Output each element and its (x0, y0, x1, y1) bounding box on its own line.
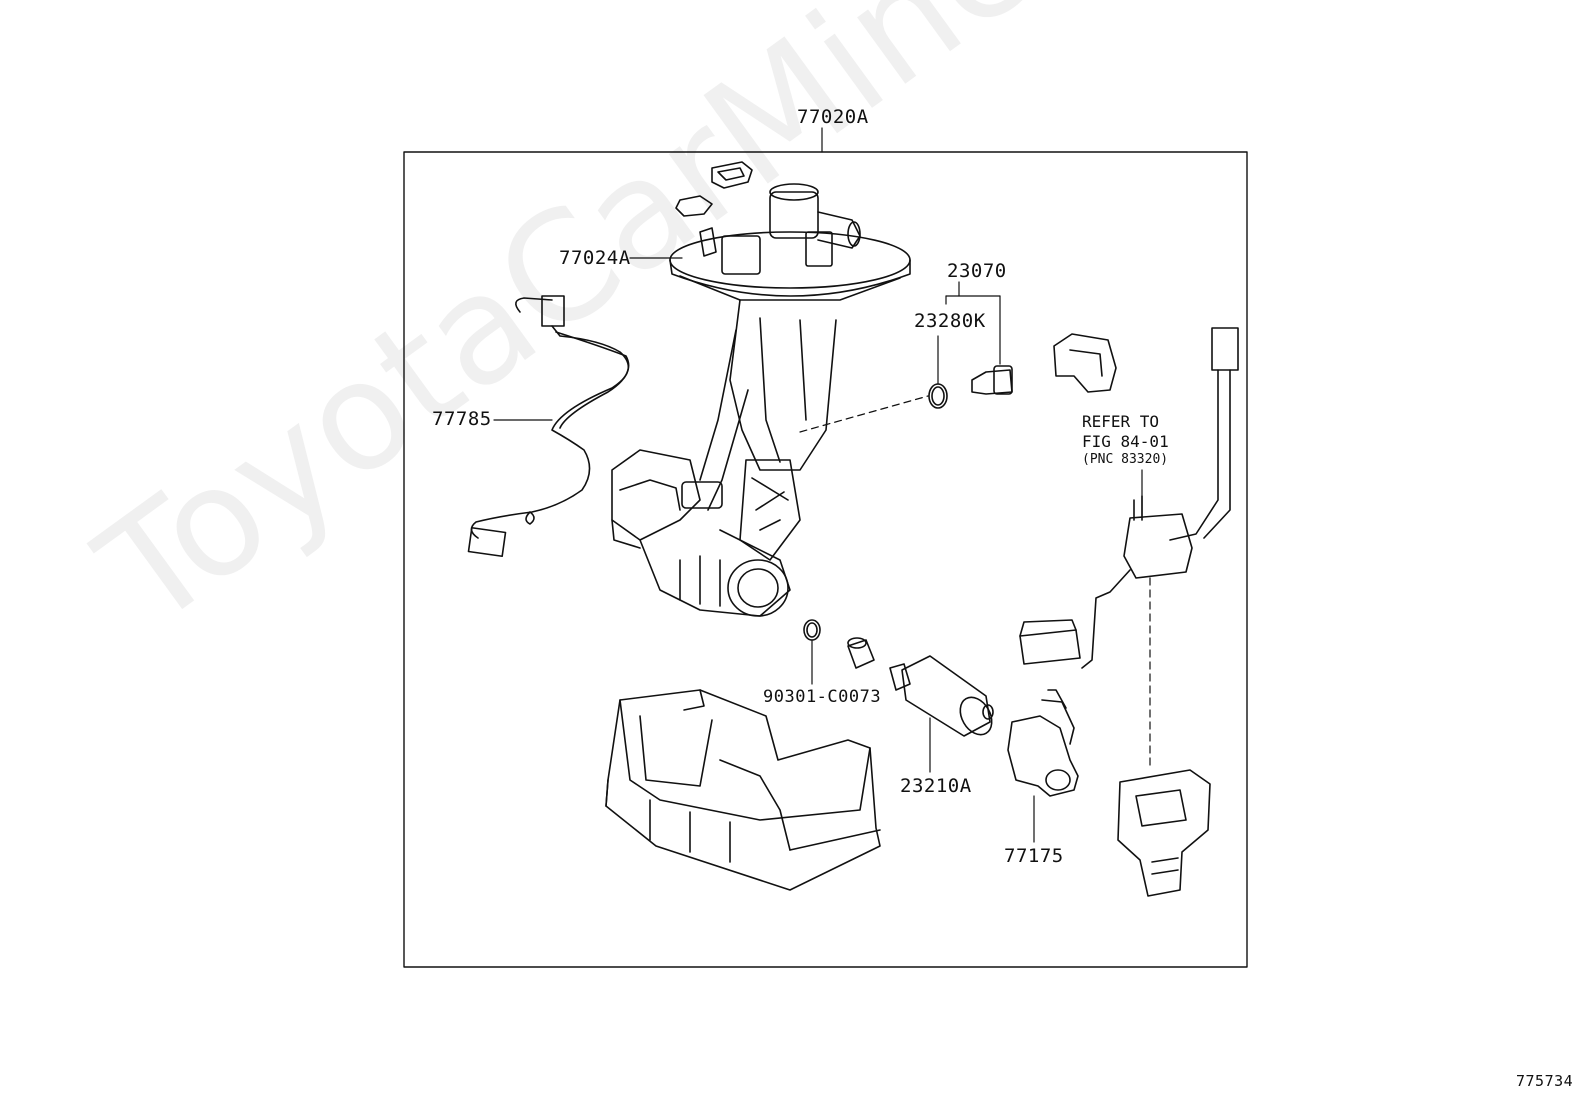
label-23070: 23070 (947, 260, 1007, 282)
clip-part (1053, 333, 1117, 393)
pressure-regulator (1007, 689, 1079, 843)
refer-note: REFER TO FIG 84-01 (PNC 83320) (1082, 412, 1169, 468)
refer-note-line3: (PNC 83320) (1082, 452, 1169, 467)
refer-note-line2: FIG 84-01 (1082, 432, 1169, 451)
pump-column (699, 299, 837, 561)
fuel-pump (889, 655, 994, 773)
filter-connector (971, 365, 1013, 395)
label-77024a: 77024A (559, 247, 631, 269)
pump-housing (611, 449, 791, 617)
refer-note-line1: REFER TO (1082, 412, 1160, 431)
gasket-top (675, 161, 753, 217)
label-77785: 77785 (432, 408, 492, 430)
label-77175: 77175 (1004, 845, 1064, 867)
wire-harness (467, 295, 630, 558)
label-23280k: 23280K (914, 310, 986, 332)
lower-bracket (1117, 769, 1211, 897)
flange-cover (669, 183, 911, 301)
reservoir-tray (605, 689, 881, 891)
label-77020a: 77020A (797, 106, 869, 128)
label-23210a: 23210A (900, 775, 972, 797)
sender-gauge (1019, 327, 1239, 669)
assembly-frame (403, 151, 1248, 968)
diagram-id: 775734 (1516, 1072, 1574, 1090)
filter-sleeve (847, 637, 875, 669)
filter-group-bracket (937, 281, 1001, 385)
label-90301-c0073: 90301-C0073 (763, 687, 882, 707)
